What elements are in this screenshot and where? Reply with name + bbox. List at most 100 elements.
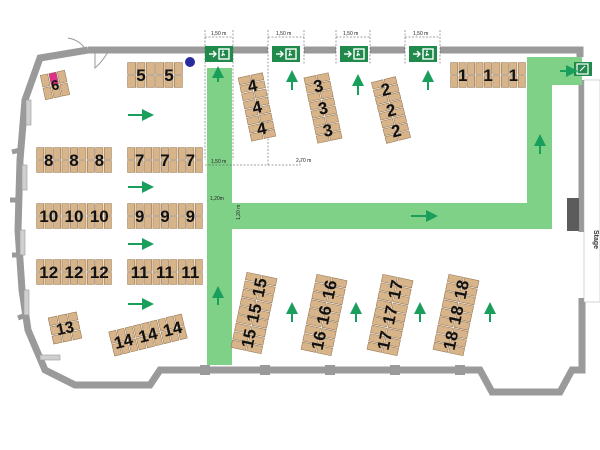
exit-corridor (527, 57, 582, 85)
chair (152, 203, 161, 216)
chair (161, 272, 169, 285)
chair (323, 105, 338, 116)
chair (186, 272, 195, 285)
emergency-exit-sign-icon (276, 48, 297, 60)
chair (319, 89, 334, 100)
chair (103, 203, 112, 216)
chair (103, 160, 112, 173)
table-number: 7 (160, 151, 169, 170)
table-number: 7 (186, 151, 195, 170)
chair (370, 324, 387, 336)
table-number: 17 (379, 304, 402, 326)
chair (307, 91, 321, 102)
chair (186, 203, 195, 216)
chair (42, 86, 54, 101)
chair (259, 112, 273, 123)
chair (310, 108, 325, 119)
chair (382, 345, 399, 357)
dim-top-3: 1,50 m (343, 31, 358, 37)
table-number: 11 (156, 263, 174, 282)
chair (49, 324, 61, 336)
chair (87, 272, 95, 285)
chair (157, 317, 169, 332)
chair (164, 62, 174, 75)
chair (450, 62, 459, 75)
chair (250, 72, 265, 83)
chair (450, 336, 467, 348)
chair (501, 62, 509, 75)
chair (178, 259, 186, 272)
table-number: 5 (136, 66, 145, 85)
chair (70, 216, 78, 229)
chair (316, 345, 333, 357)
chair (168, 328, 180, 343)
chair (135, 259, 144, 272)
chair (169, 272, 178, 285)
chair (177, 326, 188, 341)
chair (155, 62, 164, 75)
chair (61, 259, 70, 272)
chair (53, 203, 61, 216)
chair (434, 333, 452, 345)
chair (239, 297, 257, 309)
chair (384, 336, 401, 348)
chair (509, 62, 518, 75)
chair (127, 75, 136, 88)
exit-sign-1 (205, 46, 233, 62)
chair (144, 203, 152, 216)
chair (36, 147, 45, 160)
chair (371, 79, 385, 90)
chair (438, 316, 455, 328)
chair (244, 107, 259, 118)
chair (255, 300, 272, 312)
chair (51, 84, 62, 99)
chair (436, 324, 453, 336)
chair (53, 272, 61, 285)
chair (253, 309, 271, 321)
table-number: 15 (243, 302, 266, 324)
chair (71, 329, 83, 341)
chair (186, 160, 195, 173)
chair (178, 203, 186, 216)
chair (111, 342, 122, 357)
chair (509, 75, 518, 88)
chair (36, 216, 45, 229)
chair (127, 216, 136, 229)
chair (248, 123, 262, 134)
chair (326, 122, 341, 133)
chair (249, 131, 264, 142)
chair (450, 75, 459, 88)
chair (155, 75, 164, 88)
table-number: 8 (95, 151, 104, 170)
chair (87, 216, 95, 229)
chair (319, 328, 337, 340)
chair (161, 160, 169, 173)
chair (136, 75, 146, 88)
chair (178, 160, 186, 173)
chair (152, 332, 163, 347)
chair (87, 160, 95, 173)
table-number: 6 (50, 76, 61, 93)
table-number: 2 (379, 79, 393, 100)
chair (36, 160, 45, 173)
chair (51, 334, 63, 345)
chair (169, 203, 178, 216)
chair (316, 72, 330, 83)
chair (321, 97, 336, 108)
chair (303, 75, 318, 86)
chair (59, 322, 71, 334)
chair (460, 285, 478, 297)
dim-top-4: 1,50 m (413, 31, 428, 37)
table-number: 3 (316, 98, 329, 119)
chair (395, 122, 409, 133)
chair (373, 307, 391, 319)
chair (237, 305, 255, 317)
chair (127, 272, 136, 285)
table-number: 10 (39, 207, 58, 226)
dimension-labels: 1,50 m 1,50 m 1,50 m 1,50 m 1,50 m 1,20m… (210, 31, 428, 220)
exit-sign-4 (409, 46, 437, 62)
